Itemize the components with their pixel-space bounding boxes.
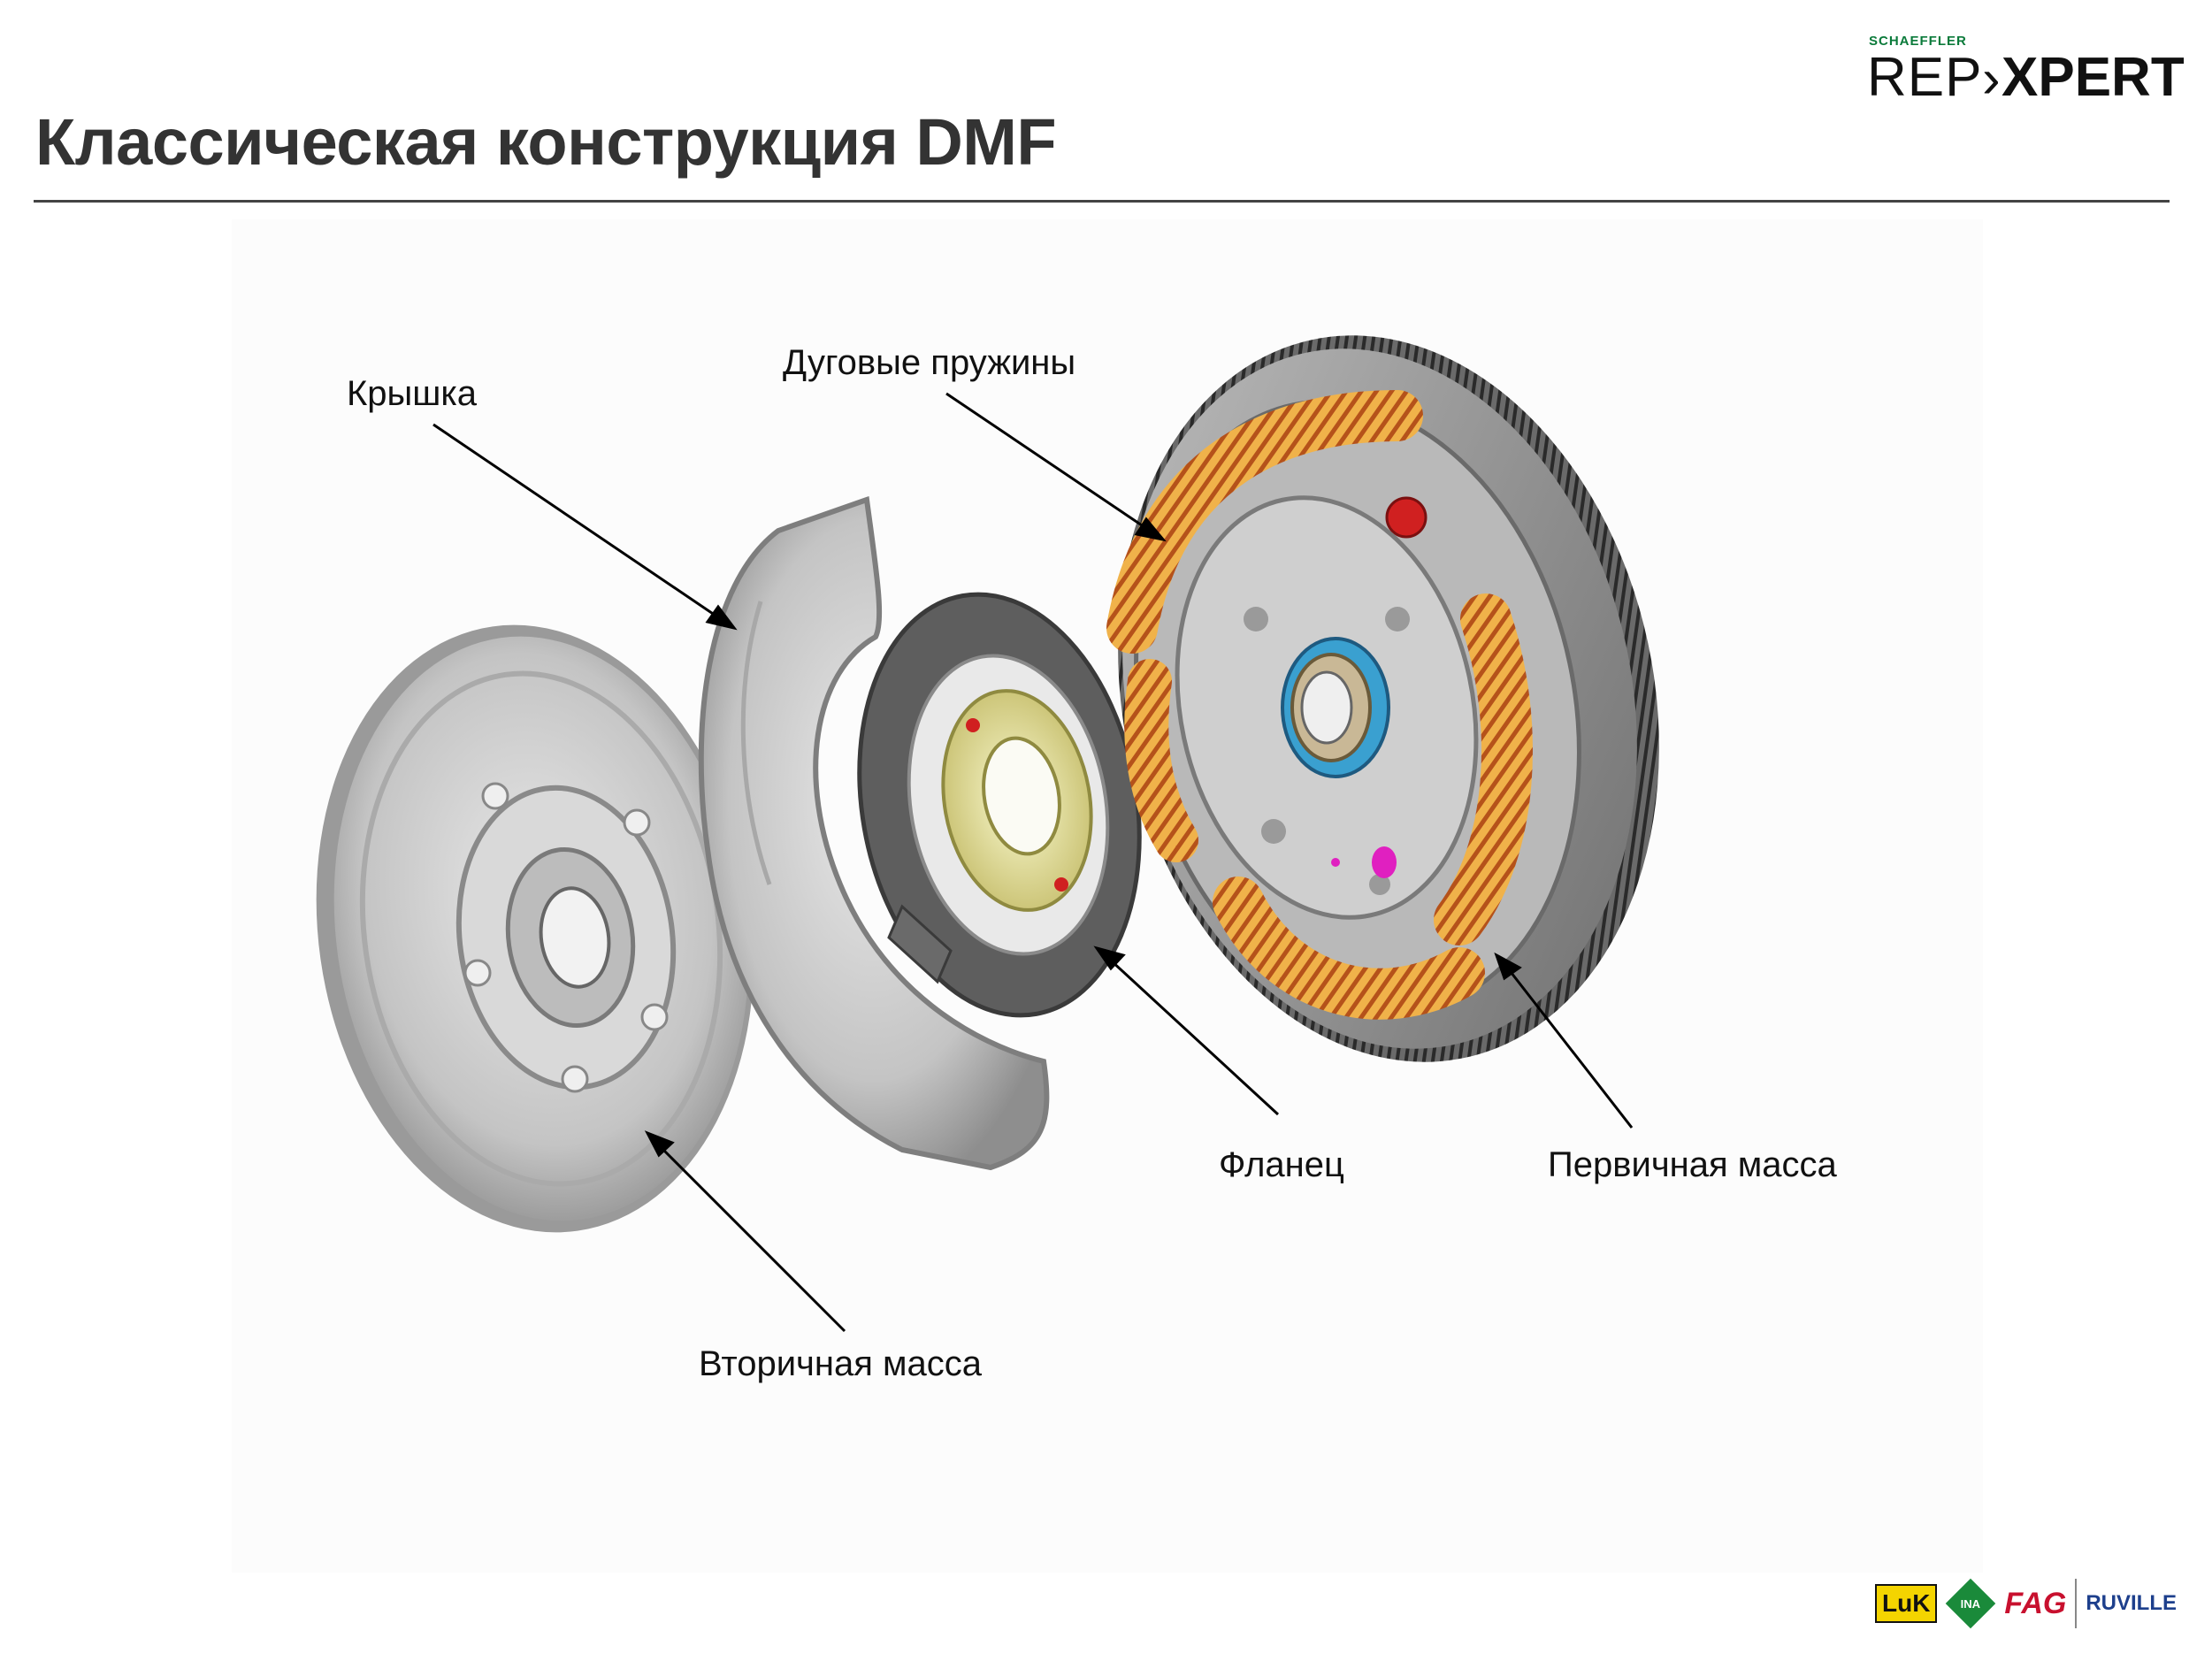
brand-luk: LuK [1874,1584,1938,1623]
leader-arc-springs [945,392,1151,532]
brand-ina-text: INA [1961,1596,1981,1611]
primary-mass [1106,335,1659,1062]
repxpert-logo: SCHAEFFLER REP › XPERT [1867,34,2185,110]
label-primary-mass: Первичная масса [1548,1145,1838,1184]
brand-logos: LuK INA FAG RUVILLE [1874,1573,2177,1634]
brand-fag: FAG [2004,1586,2067,1620]
leader-flange [1108,958,1280,1116]
page-title: Классическая конструкция DMF [35,105,1057,179]
leader-cover [432,423,722,621]
cover [698,495,1050,1171]
brand-ruville: RUVILLE [2086,1591,2177,1615]
label-cover: Крышка [347,374,478,413]
title-divider [34,200,2170,203]
leader-lines [432,392,1634,1333]
brand-ina: INA [1946,1578,1996,1629]
leader-primary-mass [1506,968,1634,1129]
logo-rep: REP [1867,47,1983,108]
label-arc-springs: Дуговые пружины [783,343,1075,382]
logo-xpert: XPERT [2002,47,2185,108]
secondary-mass [316,624,754,1233]
flange [857,592,1142,1018]
brand-separator [2075,1579,2078,1628]
logo-chevron-icon: › [1982,49,2001,110]
label-flange: Фланец [1219,1145,1344,1184]
label-secondary-mass: Вторичная масса [699,1344,983,1383]
leader-secondary-mass [657,1144,846,1333]
logo-schaeffler: SCHAEFFLER [1869,34,1967,49]
